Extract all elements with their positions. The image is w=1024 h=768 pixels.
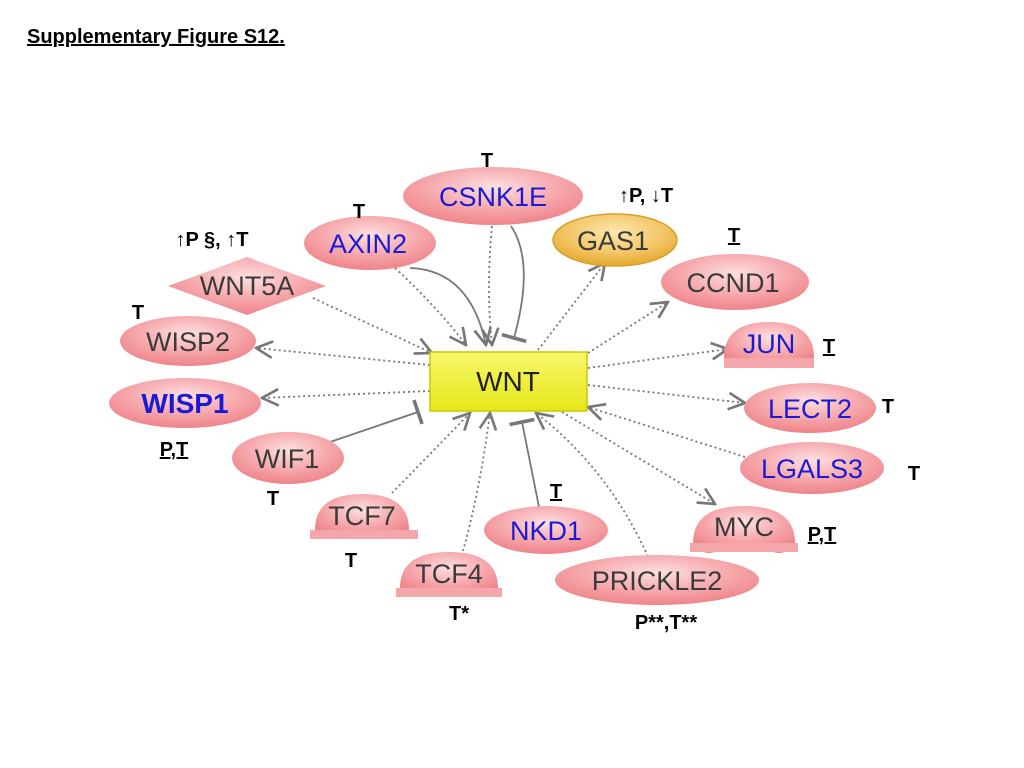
csnk1e-annotation: T bbox=[481, 150, 493, 172]
edge-wnt-lect2 bbox=[587, 384, 745, 403]
tcf7-annotation: T bbox=[345, 550, 357, 572]
node-ccnd1-label: CCND1 bbox=[686, 268, 779, 298]
node-wif1: WIF1 bbox=[232, 432, 344, 484]
axin2-annotation: T bbox=[353, 201, 365, 223]
node-wisp1: WISP1 bbox=[109, 378, 261, 428]
edge-wnt-gas1 bbox=[537, 263, 605, 351]
gas1-annotation: ↑P, ↓T bbox=[619, 185, 673, 207]
edge-wnt-wisp1 bbox=[262, 391, 431, 398]
node-wisp2: WISP2 bbox=[120, 316, 256, 366]
prickle2-annotation: P**,T** bbox=[635, 612, 697, 634]
node-gas1-label: GAS1 bbox=[577, 226, 649, 256]
node-wnt5a-label: WNT5A bbox=[200, 271, 295, 301]
node-myc-label: MYC bbox=[714, 512, 774, 542]
node-axin2-label: AXIN2 bbox=[329, 229, 407, 259]
edge-wnt-ccnd1 bbox=[587, 302, 668, 354]
node-prickle2-label: PRICKLE2 bbox=[592, 566, 723, 596]
node-wisp2-label: WISP2 bbox=[146, 327, 230, 357]
node-lgals3: LGALS3 bbox=[740, 442, 884, 494]
edge-axin2-wnt-solid bbox=[409, 267, 486, 345]
node-wisp1-label: WISP1 bbox=[141, 388, 228, 419]
lgals3-annotation: T bbox=[908, 463, 920, 485]
node-prickle2: PRICKLE2 bbox=[555, 555, 759, 605]
edge-axin2-wnt-dotted bbox=[394, 267, 466, 345]
node-tcf7-label: TCF7 bbox=[328, 501, 396, 531]
wnt5a-annotation: ↑P §, ↑T bbox=[176, 229, 249, 251]
node-gas1: GAS1 bbox=[552, 213, 678, 267]
annotations: T T ↑P, ↓T ↑P §, ↑T T T T P,T T T T T T … bbox=[132, 150, 920, 634]
wif1-annotation: T bbox=[267, 488, 279, 510]
node-nkd1-label: NKD1 bbox=[510, 516, 582, 546]
edge-lgals3-wnt bbox=[588, 407, 746, 458]
edge-prickle2-wnt bbox=[536, 413, 651, 562]
node-myc: MYC bbox=[690, 506, 798, 553]
edge-tcf7-wnt bbox=[391, 413, 470, 494]
figure-title: Supplementary Figure S12. bbox=[27, 26, 285, 48]
wnt-hub: WNT bbox=[429, 351, 588, 412]
node-csnk1e: CSNK1E bbox=[403, 167, 583, 225]
node-lect2-label: LECT2 bbox=[768, 394, 852, 424]
node-tcf4: TCF4 bbox=[396, 552, 502, 597]
node-tcf7: TCF7 bbox=[310, 494, 418, 539]
node-tcf4-label: TCF4 bbox=[415, 559, 483, 589]
node-wnt5a: WNT5A bbox=[168, 257, 326, 315]
edge-wnt-jun bbox=[587, 349, 728, 369]
lect2-annotation: T bbox=[882, 396, 894, 418]
nkd1-annotation: T bbox=[550, 481, 562, 503]
edge-nkd1-wnt-inhibit bbox=[509, 417, 541, 513]
node-csnk1e-label: CSNK1E bbox=[439, 182, 547, 212]
node-lgals3-label: LGALS3 bbox=[761, 454, 863, 484]
wisp2-annotation: T bbox=[132, 302, 144, 324]
edge-wnt-wisp2 bbox=[256, 348, 431, 366]
edge-tcf4-wnt bbox=[462, 413, 490, 552]
node-lect2: LECT2 bbox=[744, 383, 876, 433]
edge-wnt-myc bbox=[561, 411, 715, 504]
myc-annotation: P,T bbox=[808, 524, 837, 546]
ccnd1-annotation: T bbox=[728, 225, 740, 247]
edges bbox=[256, 225, 746, 562]
jun-annotation: T bbox=[823, 336, 835, 358]
edge-wnt5a-wnt bbox=[312, 297, 432, 353]
edge-wif1-wnt-inhibit bbox=[329, 399, 424, 443]
node-nkd1: NKD1 bbox=[484, 506, 608, 554]
node-ccnd1: CCND1 bbox=[661, 254, 809, 310]
edge-csnk1e-wnt-dotted bbox=[489, 225, 492, 345]
node-jun-label: JUN bbox=[743, 329, 796, 359]
edge-csnk1e-wnt-inhibit bbox=[501, 225, 527, 344]
node-axin2: AXIN2 bbox=[304, 216, 436, 270]
wnt-hub-label: WNT bbox=[476, 366, 540, 397]
node-jun: JUN bbox=[724, 322, 814, 368]
wisp1-annotation: P,T bbox=[160, 439, 189, 461]
tcf4-annotation: T* bbox=[449, 603, 469, 625]
node-wif1-label: WIF1 bbox=[255, 444, 320, 474]
